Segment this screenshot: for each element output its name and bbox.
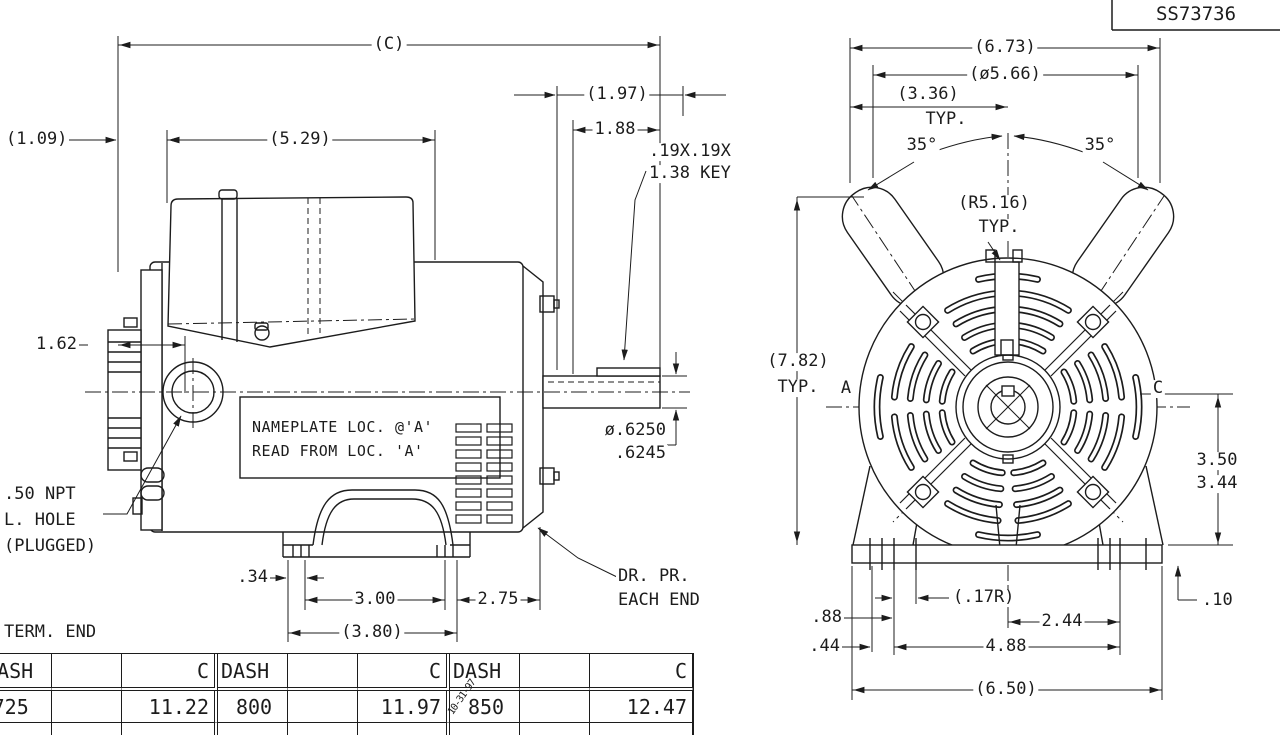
dim-r5-16-typ: TYP. xyxy=(976,217,1022,238)
table-header-c-2: C xyxy=(358,654,450,691)
table-header-blank-2 xyxy=(288,654,358,691)
dim-5-66: (ø5.66) xyxy=(967,64,1043,85)
side-view-motor xyxy=(107,189,661,558)
dim-4-88: 4.88 xyxy=(983,636,1029,657)
dim-3-36: (3.36) xyxy=(895,84,961,105)
table-header-dash-1: DASH xyxy=(0,654,52,691)
key-note-line1: .19X.19X xyxy=(647,141,733,162)
dim-1-62: 1.62 xyxy=(34,334,79,355)
dim-r5-16: (R5.16) xyxy=(956,193,1032,214)
table-header-c-1: C xyxy=(122,654,218,691)
table-cell xyxy=(450,723,520,735)
dim-shaft-dia-max: ø.6250 xyxy=(577,421,668,440)
dim-3-00: 3.00 xyxy=(352,589,398,610)
npt-note-line3: (PLUGGED) xyxy=(2,536,99,557)
datum-label-c: C xyxy=(1150,378,1166,399)
table-cell: ø725 xyxy=(0,691,52,723)
table-cell xyxy=(288,723,358,735)
table-cell: 800 xyxy=(218,691,288,723)
dim-3-44: 3.44 xyxy=(1194,473,1240,494)
table-cell: 11.97 xyxy=(358,691,450,723)
npt-note-line1: .50 NPT xyxy=(2,484,78,505)
table-cell xyxy=(288,691,358,723)
dash-dimension-table: DASH C DASH C DASH C ø725 11.22 800 11.9… xyxy=(0,653,694,735)
table-cell: 12.47 xyxy=(590,691,693,723)
nameplate-text-line2: READ FROM LOC. 'A' xyxy=(252,442,424,461)
drill-note-line2: EACH END xyxy=(616,590,702,611)
table-cell: 11.47 xyxy=(122,723,218,735)
table-cell xyxy=(590,723,693,735)
dim-3-36-typ: TYP. xyxy=(923,109,969,130)
dim-0-10: .10 xyxy=(1200,590,1235,611)
dim-shaft-dia-min: .6245 xyxy=(577,444,668,463)
dim-3-80: (3.80) xyxy=(339,622,405,643)
table-cell: 825 xyxy=(218,723,288,735)
vent-slots xyxy=(873,272,1143,542)
dim-7-82-typ: TYP. xyxy=(775,377,821,398)
dim-3-50: 3.50 xyxy=(1194,450,1240,471)
table-header-c-3: C xyxy=(590,654,693,691)
angle-35-right: 35° xyxy=(1082,135,1118,156)
table-cell: ø750 xyxy=(0,723,52,735)
dim-2-75: 2.75 xyxy=(475,589,521,610)
table-header-dash-3: DASH xyxy=(450,654,520,691)
shaft-key xyxy=(596,367,661,377)
table-cell xyxy=(520,723,590,735)
dim-6-73: (6.73) xyxy=(972,37,1038,58)
table-cell: 850 xyxy=(450,691,520,723)
drill-note-line1: DR. PR. xyxy=(616,566,692,587)
npt-note-line2: L. HOLE xyxy=(2,510,78,531)
dim-17r: (.17R) xyxy=(951,587,1017,608)
nameplate-text-line1: NAMEPLATE LOC. @'A' xyxy=(252,418,434,437)
dim-6-50: (6.50) xyxy=(973,679,1039,700)
table-cell xyxy=(52,723,122,735)
key-note-line2: 1.38 KEY xyxy=(647,163,733,184)
table-cell: 12.22 xyxy=(358,723,450,735)
dim-0-34: .34 xyxy=(228,568,270,587)
table-cell xyxy=(520,691,590,723)
angle-35-left: 35° xyxy=(904,135,940,156)
dim-1-97: (1.97) xyxy=(584,84,650,105)
dim-1-88: 1.88 xyxy=(592,119,638,140)
datum-label-a: A xyxy=(838,378,854,399)
term-end-label: TERM. END xyxy=(2,622,99,643)
dim-overall-c: (C) xyxy=(371,34,407,55)
title-block-border xyxy=(1111,0,1280,31)
dim-1-09: (1.09) xyxy=(4,129,70,150)
table-cell: 11.22 xyxy=(122,691,218,723)
table-header-blank-1 xyxy=(52,654,122,691)
table-header-blank-3 xyxy=(520,654,590,691)
dim-0-88: .88 xyxy=(798,608,844,627)
drawing-number: SS73736 xyxy=(1155,3,1237,26)
end-view-motor xyxy=(841,186,1175,570)
side-view-centerlines xyxy=(85,358,690,428)
table-cell xyxy=(52,691,122,723)
dim-0-44: .44 xyxy=(796,637,842,656)
dim-5-29: (5.29) xyxy=(267,129,333,150)
table-header-dash-2: DASH xyxy=(218,654,288,691)
dim-7-82: (7.82) xyxy=(765,351,831,372)
dim-2-44: 2.44 xyxy=(1039,611,1085,632)
